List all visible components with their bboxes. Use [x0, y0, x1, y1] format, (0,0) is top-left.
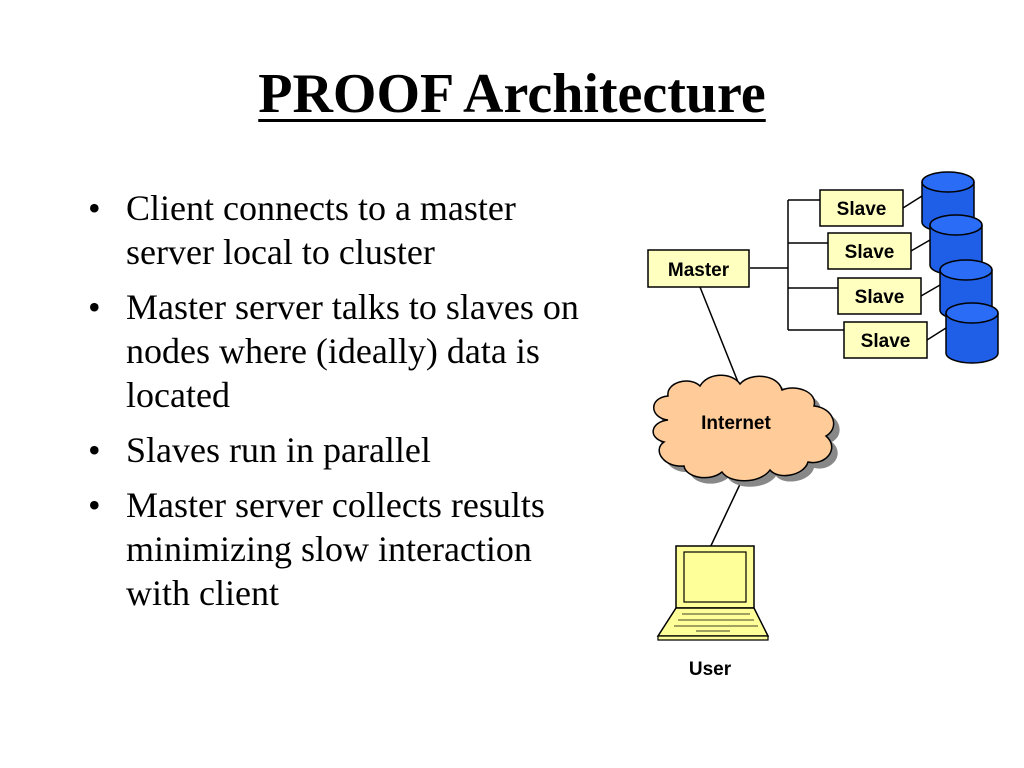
disk-link-line	[902, 195, 923, 209]
disk-link-line	[926, 327, 947, 341]
bullet-icon: •	[88, 188, 101, 228]
disk-link-line	[910, 239, 931, 252]
bullet-text: Master server collects results minimizin…	[126, 485, 545, 613]
bullet-list: • Client connects to a master server loca…	[88, 186, 588, 626]
disk-link-line	[920, 284, 941, 297]
slave-label: Slave	[861, 331, 911, 352]
slave-node: Slave	[837, 277, 922, 315]
bullet-icon: •	[88, 430, 101, 470]
slave-node: Slave	[819, 189, 904, 227]
slave-label: Slave	[845, 242, 895, 263]
slide-title: PROOF Architecture	[258, 63, 766, 125]
disk-icon	[945, 302, 999, 364]
slave-label: Slave	[855, 287, 905, 308]
connector-lines	[699, 195, 947, 553]
master-internet-line	[699, 286, 743, 393]
internet-user-line	[707, 479, 743, 553]
master-node: Master	[647, 249, 750, 288]
user-label: User	[689, 659, 732, 680]
bullet-text: Slaves run in parallel	[126, 430, 431, 470]
bullet-item: • Client connects to a master server loca…	[88, 186, 588, 274]
bullet-icon: •	[88, 287, 101, 327]
slave-label: Slave	[837, 199, 887, 220]
internet-cloud-icon: Internet	[652, 374, 840, 487]
bullet-text: Master server talks to slaves on nodes w…	[126, 287, 579, 415]
bullet-icon: •	[88, 485, 101, 525]
bullet-item: • Slaves run in parallel	[88, 428, 588, 472]
internet-label: Internet	[701, 413, 771, 434]
slave-node: Slave	[827, 232, 912, 270]
master-label: Master	[668, 260, 730, 281]
slave-node: Slave	[843, 321, 928, 359]
laptop-icon	[656, 545, 770, 641]
bullet-item: • Master server collects results minimizi…	[88, 483, 588, 615]
bullet-text: Client connects to a master server local…	[126, 188, 516, 272]
bullet-item: • Master server talks to slaves on nodes …	[88, 285, 588, 417]
